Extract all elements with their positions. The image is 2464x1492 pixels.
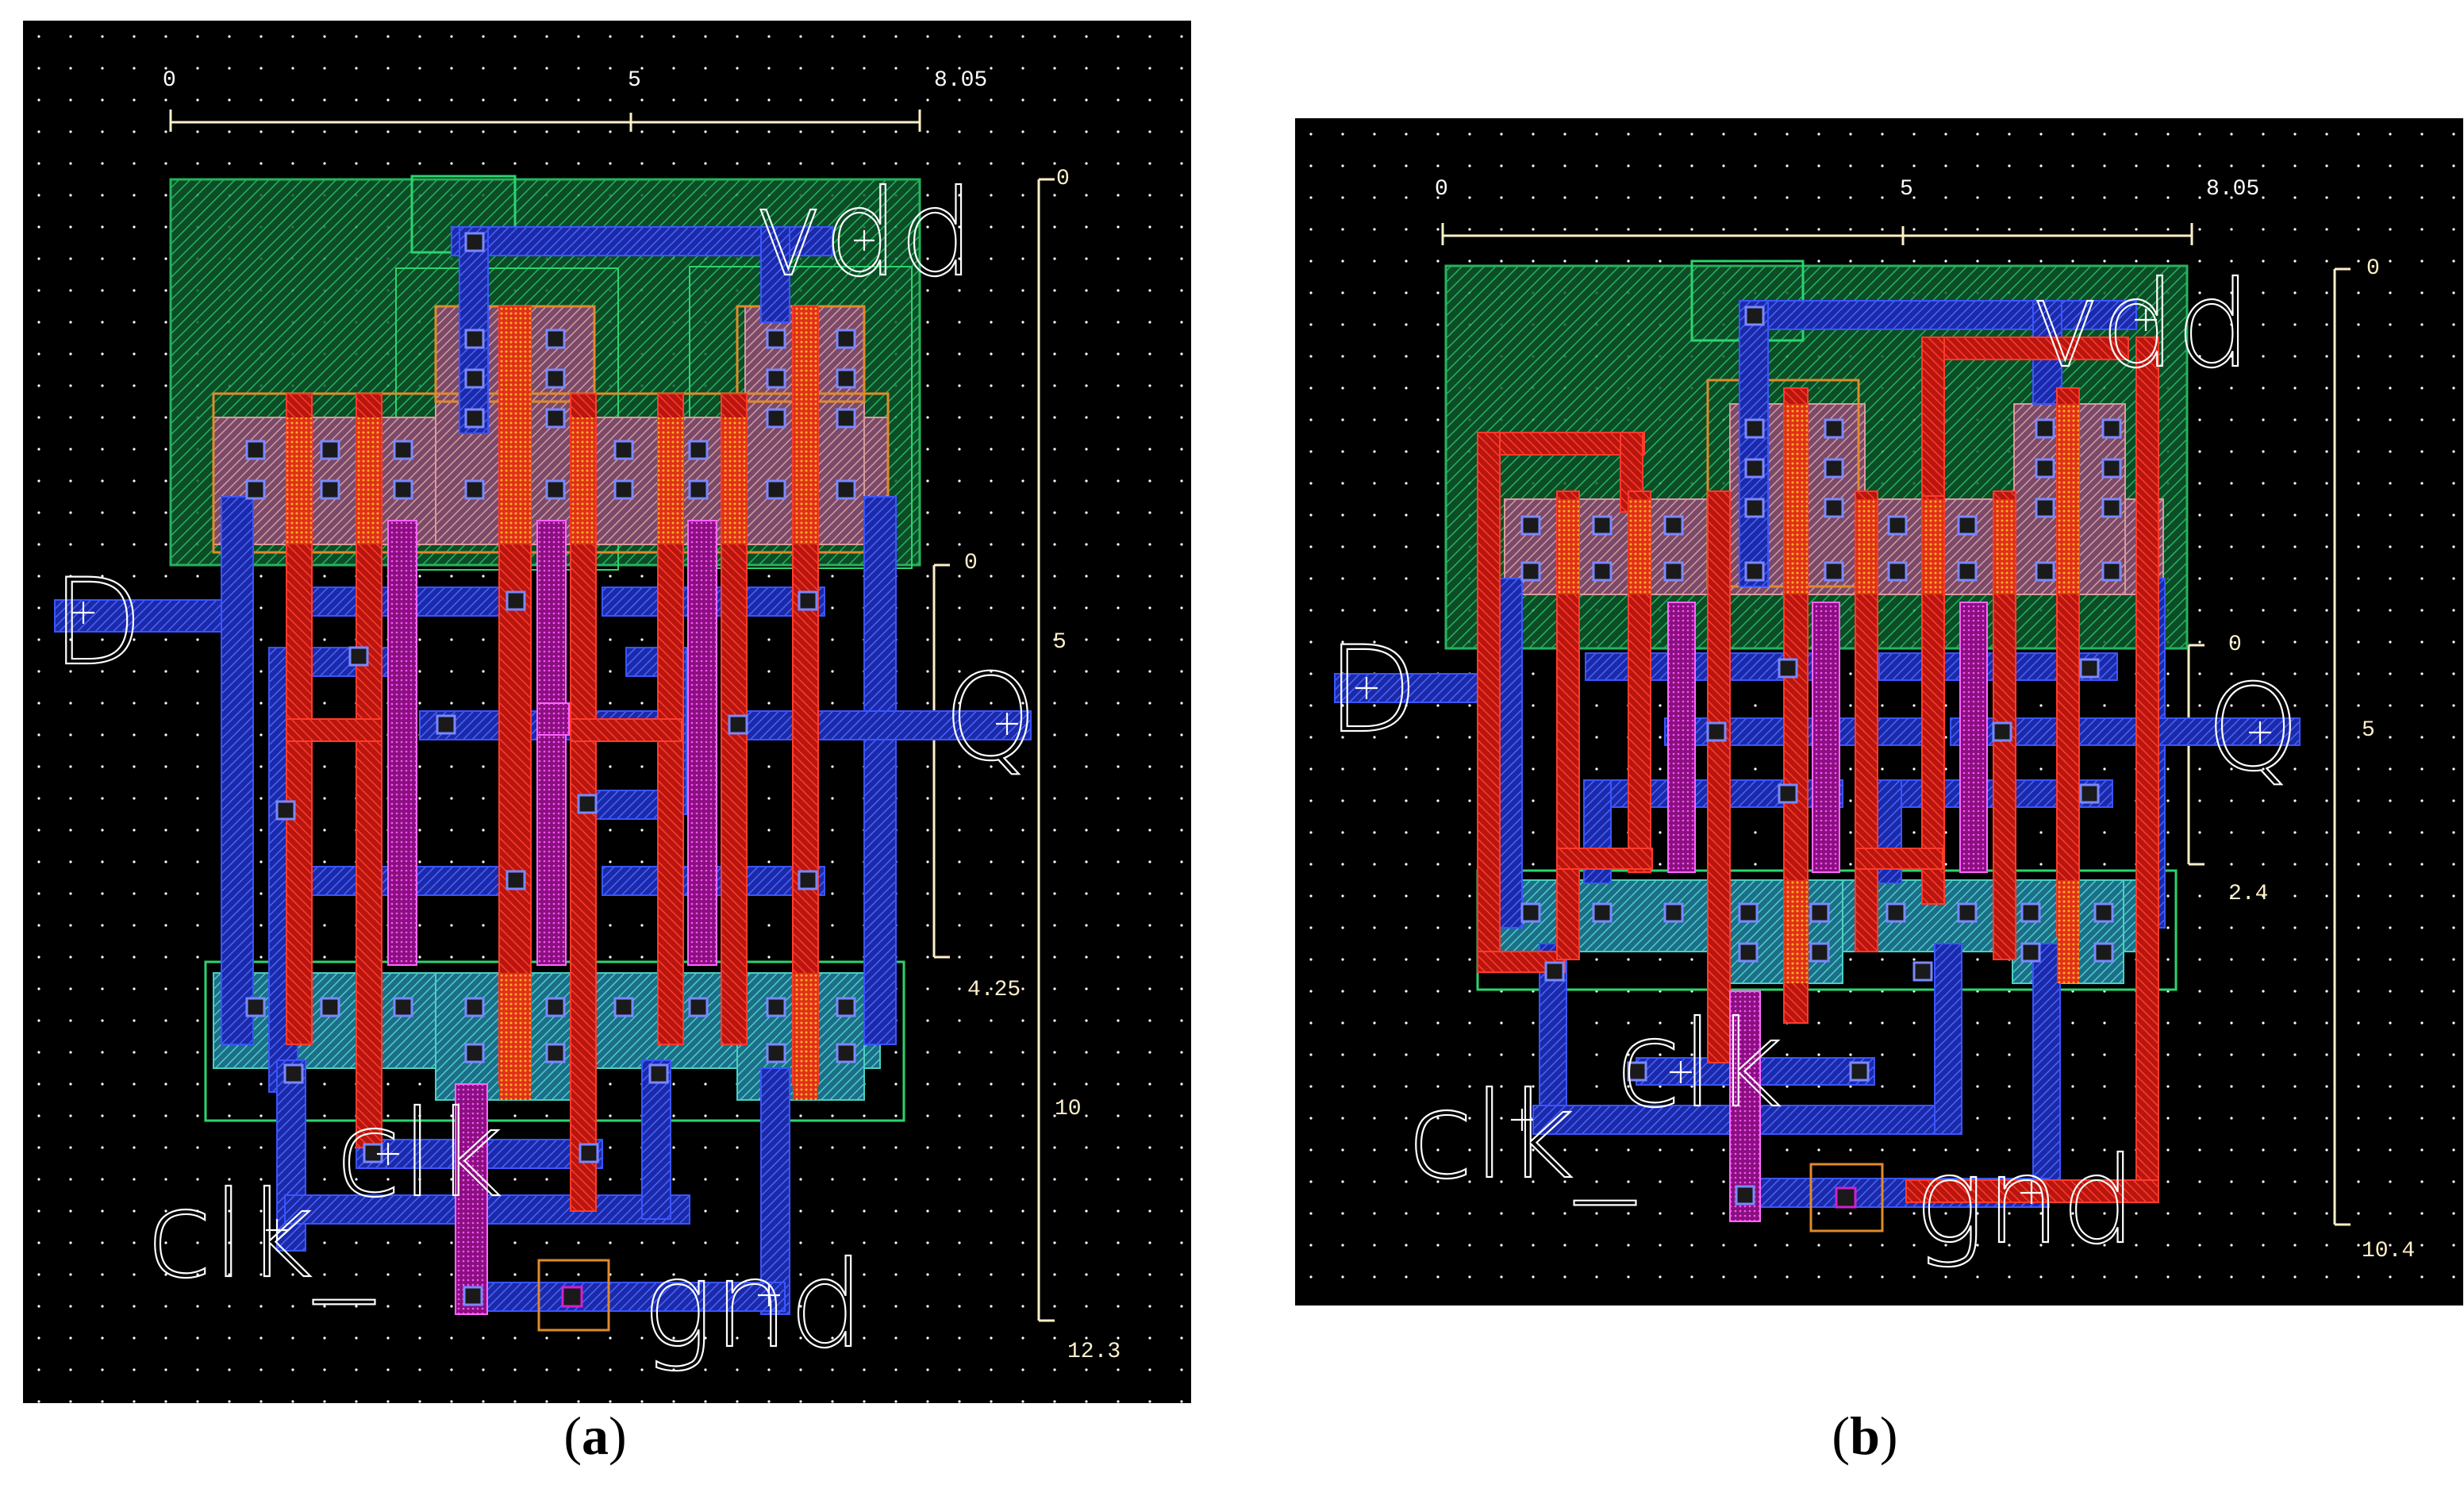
ruler-y-tick-10: 10 (1055, 1097, 1082, 1121)
layout-canvas-a: 0 5 8.05 0 5 10 12.3 0 4.25 (23, 21, 1191, 1403)
ruler-x-tick-5: 5 (628, 68, 641, 93)
ruler-y-long (2333, 267, 2351, 1226)
ruler-y-tick-0: 0 (1056, 167, 1070, 191)
ruler-y-short-tick-4.25: 4.25 (967, 978, 1021, 1002)
contact-array (245, 232, 856, 1306)
ruler-y-long (1037, 178, 1055, 1322)
pin-clk-label: clk (336, 1086, 503, 1224)
via-layer (1667, 602, 1988, 1222)
pin-d-label: D (1327, 621, 1419, 759)
ruler-y-tick-5: 5 (1053, 630, 1067, 655)
ruler-x (1441, 223, 2193, 245)
ruler-y-tick-0: 0 (2366, 256, 2380, 281)
ruler-x-tick-5: 5 (1900, 177, 1913, 202)
pin-clk-bar-label: clk_ (147, 1167, 375, 1305)
pin-vdd-label: vdd (2030, 256, 2251, 394)
ruler-y-short (932, 563, 950, 959)
ruler-y-tick-5: 5 (2362, 718, 2375, 743)
ruler-x-tick-8.05: 8.05 (934, 68, 987, 93)
gnd-contact-box (1809, 1163, 1884, 1232)
layout-panel-a: 0 5 8.05 0 5 10 12.3 0 4.25 (23, 21, 1191, 1403)
contact-array (1520, 306, 2122, 1206)
layout-canvas-b: 0 5 8.05 0 5 10.4 0 2.4 (1295, 118, 2463, 1306)
ruler-y-short-tick-0: 0 (2228, 633, 2242, 657)
caption-a-letter: a (582, 1405, 609, 1466)
pin-clk-label: clk (1616, 996, 1783, 1134)
pin-d-label: D (52, 554, 144, 692)
ruler-x-tick-0: 0 (1435, 177, 1448, 202)
ruler-y-tick-12.3: 12.3 (1067, 1340, 1121, 1364)
pin-markers (72, 230, 1018, 1306)
gnd-contact (1835, 1186, 1857, 1209)
pin-vdd-label: vdd (753, 165, 974, 303)
ruler-x-tick-0: 0 (163, 68, 176, 93)
ruler-x (169, 110, 921, 132)
layout-panel-b: 0 5 8.05 0 5 10.4 0 2.4 (1295, 118, 2463, 1306)
caption-a: (a) (563, 1405, 627, 1466)
caption-b-letter: b (1850, 1405, 1880, 1466)
pin-markers (1355, 309, 2271, 1204)
poly-gate-hotspots (1557, 404, 2079, 983)
via-layer (387, 520, 717, 1315)
pin-q-label: Q (944, 649, 1037, 787)
pin-gnd-label: gnd (1914, 1132, 2136, 1271)
ruler-y-short-tick-0: 0 (964, 551, 978, 575)
poly-gate-hotspots (286, 306, 818, 1100)
gnd-contact (561, 1286, 583, 1308)
pin-gnd-label: gnd (642, 1236, 864, 1375)
ruler-x-tick-8.05: 8.05 (2206, 177, 2259, 202)
pin-q-label: Q (2206, 659, 2300, 798)
ruler-y-short (2187, 644, 2205, 866)
gnd-contact-box (537, 1259, 610, 1332)
ruler-y-short-tick-2.4: 2.4 (2228, 882, 2268, 906)
caption-b: (b) (1832, 1405, 1898, 1466)
pin-clk-bar-label: clk_ (1408, 1067, 1636, 1206)
ruler-y-tick-10.4: 10.4 (2362, 1239, 2415, 1263)
